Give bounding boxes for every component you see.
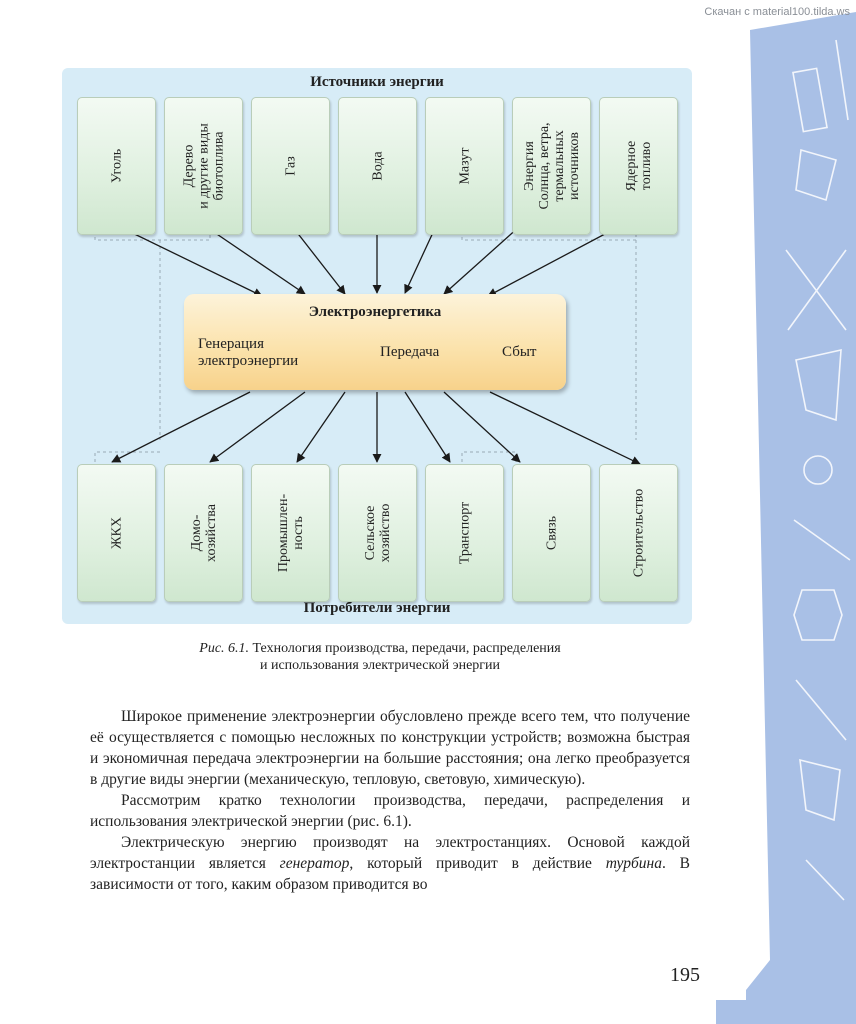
consumer-card-housing: ЖКХ [77,464,156,602]
source-card-renewables: Энергия Солнца, ветра, термальных источн… [512,97,591,235]
consumer-label: ЖКХ [109,517,124,549]
source-label: Энергия Солнца, ветра, термальных источн… [521,122,582,210]
paragraph-3-text: . В зависимости от того, каким образом п… [90,855,691,893]
consumer-card-agriculture: Сельское хозяйство [338,464,417,602]
consumer-card-communications: Связь [512,464,591,602]
core-title: Электроэнергетика [308,304,442,320]
watermark: Скачан с material100.tilda.ws [704,6,850,18]
caption-text: Технология производства, передачи, распр… [252,641,561,673]
consumer-card-transport: Транспорт [425,464,504,602]
figure-number: Рис. 6.1. [199,641,250,656]
consumer-label: Связь [544,515,559,551]
source-label: Вода [370,151,385,181]
consumer-card-construction: Строительство [599,464,678,602]
consumer-label: Промышлен- ность [275,493,306,573]
electric-power-box: Электроэнергетика Генерация электроэнерг… [184,294,566,390]
consumer-card-households: Домо- хозяйства [164,464,243,602]
paragraph-3: Электрическую энергию производят на элек… [90,832,690,895]
core-step-generation: Генерация электроэнергии [198,336,299,369]
source-label: Газ [283,156,298,176]
source-card-nuclear: Ядерное топливо [599,97,678,235]
source-label: Дерево и другие виды биотоплива [181,123,226,209]
paragraph-1: Широкое применение электроэнергии обусло… [90,708,690,788]
paragraph-3-text: Электрическую энергию производят на элек… [90,834,690,872]
source-card-water: Вода [338,97,417,235]
paragraph-2: Рассмотрим кратко технологии производств… [90,792,690,830]
core-step-transmission: Передача [380,344,440,360]
source-label: Уголь [109,148,124,184]
sources-heading: Источники энергии [310,74,444,90]
consumer-label: Сельское хозяйство [362,503,393,563]
term-turbine: турбина [605,855,662,872]
term-generator: генератор [279,855,350,872]
source-card-biofuel: Дерево и другие виды биотоплива [164,97,243,235]
source-label: Мазут [457,147,472,185]
figure-caption: Рис. 6.1. Технология производства, перед… [100,640,660,674]
source-label: Ядерное топливо [623,140,654,192]
source-card-coal: Уголь [77,97,156,235]
consumer-label: Транспорт [457,501,472,565]
source-card-fuel-oil: Мазут [425,97,504,235]
consumer-label: Домо- хозяйства [188,504,219,562]
page-number: 195 [670,964,700,986]
source-card-gas: Газ [251,97,330,235]
paragraph-3-text: , который приводит в действие [349,855,606,872]
body-text: Широкое применение электроэнергии обусло… [90,706,690,895]
consumer-card-industry: Промышлен- ность [251,464,330,602]
core-step-sales: Сбыт [502,344,537,360]
consumer-label: Строительство [631,488,646,578]
consumers-heading: Потребители энергии [303,600,451,616]
